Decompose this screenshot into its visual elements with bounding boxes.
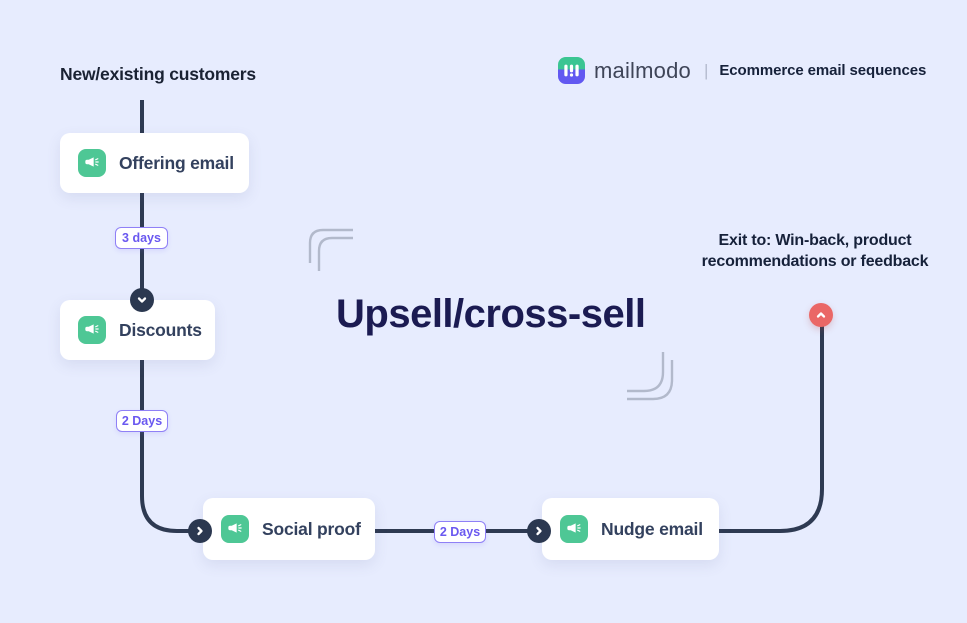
megaphone-icon: [221, 515, 249, 543]
brand-wordmark: mailmodo: [594, 57, 691, 83]
node-label: Offering email: [119, 152, 234, 173]
chevron-right-icon: [197, 526, 203, 536]
node-card-social-proof: Social proof: [203, 498, 375, 560]
chevron-down-connector: [130, 288, 154, 312]
exit-note-line-1: Exit to: Win-back, product: [718, 232, 912, 249]
exit-note: Exit to: Win-back, product recommendatio…: [685, 230, 945, 272]
node-label: Social proof: [262, 518, 361, 539]
corner-bracket-top-left: [308, 228, 353, 271]
entry-label: New/existing customers: [60, 64, 256, 84]
exit-connector: [809, 303, 833, 327]
chevron-down-icon: [137, 297, 147, 303]
header-subtitle: Ecommerce email sequences: [719, 62, 927, 79]
chevron-right-connector: [527, 519, 551, 543]
delay-badge-2: 2 Days: [116, 410, 168, 432]
mailmodo-logo-icon: [558, 57, 585, 84]
megaphone-icon: [78, 149, 106, 177]
header-divider: |: [703, 60, 709, 80]
delay-badge-3: 2 Days: [434, 521, 486, 543]
megaphone-icon: [560, 515, 588, 543]
node-label: Nudge email: [601, 518, 703, 539]
delay-badge-1: 3 days: [115, 227, 168, 249]
megaphone-icon: [78, 316, 106, 344]
page-title: Upsell/cross-sell: [336, 292, 646, 336]
chevron-up-icon: [816, 312, 826, 318]
exit-note-line-2: recommendations or feedback: [701, 253, 929, 270]
corner-bracket-bottom-right: [627, 352, 674, 401]
brand-header: mailmodo | Ecommerce email sequences: [558, 57, 926, 84]
chevron-right-icon: [536, 526, 542, 536]
chevron-right-connector: [188, 519, 212, 543]
node-label: Discounts: [119, 319, 202, 340]
node-card-nudge-email: Nudge email: [542, 498, 719, 560]
node-card-offering-email: Offering email: [60, 133, 249, 193]
